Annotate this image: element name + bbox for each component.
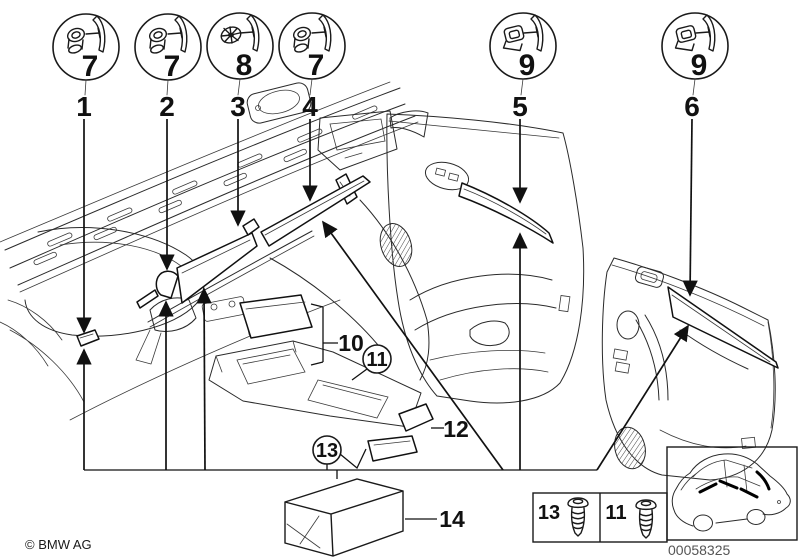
fastener-number[interactable]: 9 <box>519 49 536 82</box>
console-tray-13 <box>367 435 418 462</box>
cowl-vent-slots <box>33 105 378 266</box>
car-three-quarter-view-icon <box>671 453 791 532</box>
fastener-badge-1: 7 1 <box>52 13 120 122</box>
callout-number-5[interactable]: 5 <box>512 91 528 122</box>
legend-number-11[interactable]: 11 <box>605 502 626 524</box>
rear-door-speaker <box>614 426 646 470</box>
trim-strip-2 <box>136 270 179 309</box>
callout-circle-11: 11 <box>351 344 392 381</box>
trim-location-marks <box>698 470 771 499</box>
leader-kit-branch-a <box>196 287 212 471</box>
screw-icon <box>635 499 657 539</box>
trim-strip-3-center <box>242 218 260 236</box>
trim-strip-3-left <box>176 232 258 304</box>
console-callouts: 10 11 12 13 14 <box>310 303 469 532</box>
legend-number-13[interactable]: 13 <box>538 502 560 524</box>
callout-number-1[interactable]: 1 <box>76 91 92 122</box>
console-upper-trim <box>239 294 313 339</box>
leader-kit-branch-c <box>596 324 689 471</box>
callout-number-13[interactable]: 13 <box>316 440 338 462</box>
trim-strip-4 <box>260 175 371 247</box>
legend-box: 13 11 <box>532 492 668 543</box>
callout-14: 14 <box>405 506 465 532</box>
front-door-speaker <box>379 223 413 267</box>
fastener-number[interactable]: 7 <box>308 49 325 82</box>
center-console-drawing <box>208 294 434 462</box>
rear-door-panel-drawing <box>601 257 779 481</box>
callout-circle-13: 13 <box>312 435 367 470</box>
front-door-panel-drawing <box>379 110 585 404</box>
trim-strip-6 <box>667 286 779 369</box>
kit-box-drawing <box>284 478 404 557</box>
fastener-badge-5: 9 5 <box>489 12 557 122</box>
callout-number-6[interactable]: 6 <box>684 91 700 122</box>
fastener-badge-3: 8 3 <box>206 12 274 122</box>
callout-bracket-10: 10 <box>310 303 364 366</box>
dash-speaker-grille <box>246 82 312 124</box>
callout-number-12[interactable]: 12 <box>443 416 469 442</box>
callout-12: 12 <box>431 416 469 442</box>
dash-trim-strips <box>76 175 371 347</box>
dash-center-unit <box>317 110 398 171</box>
fastener-badge-2: 7 2 <box>134 13 202 122</box>
trim-strip-5 <box>458 182 554 244</box>
callout-number-10[interactable]: 10 <box>338 330 364 356</box>
callout-number-14[interactable]: 14 <box>439 506 465 532</box>
fastener-badge-6: 9 6 <box>661 12 729 122</box>
leader-kit-branch-b <box>322 220 504 471</box>
fastener-number[interactable]: 7 <box>82 50 99 83</box>
fastener-badge-4: 7 4 <box>278 12 346 122</box>
fastener-number[interactable]: 7 <box>164 50 181 83</box>
callout-number-2[interactable]: 2 <box>159 91 175 122</box>
copyright-text: © BMW AG <box>25 537 92 552</box>
fastener-badges: 7 1 7 2 8 3 7 4 9 5 <box>52 12 729 122</box>
car-location-inset <box>666 446 798 541</box>
leader-lines <box>76 118 698 479</box>
callout-number-11[interactable]: 11 <box>366 349 387 371</box>
trim-strip-12 <box>398 403 434 432</box>
callout-number-3[interactable]: 3 <box>230 91 246 122</box>
fastener-number[interactable]: 8 <box>236 49 253 82</box>
drawing-number: 00058325 <box>668 542 731 558</box>
leader-item-6 <box>682 118 698 297</box>
fastener-number[interactable]: 9 <box>691 49 708 82</box>
kit-connector-line <box>84 464 597 479</box>
callout-number-4[interactable]: 4 <box>302 91 318 122</box>
screw-icon <box>567 497 589 537</box>
